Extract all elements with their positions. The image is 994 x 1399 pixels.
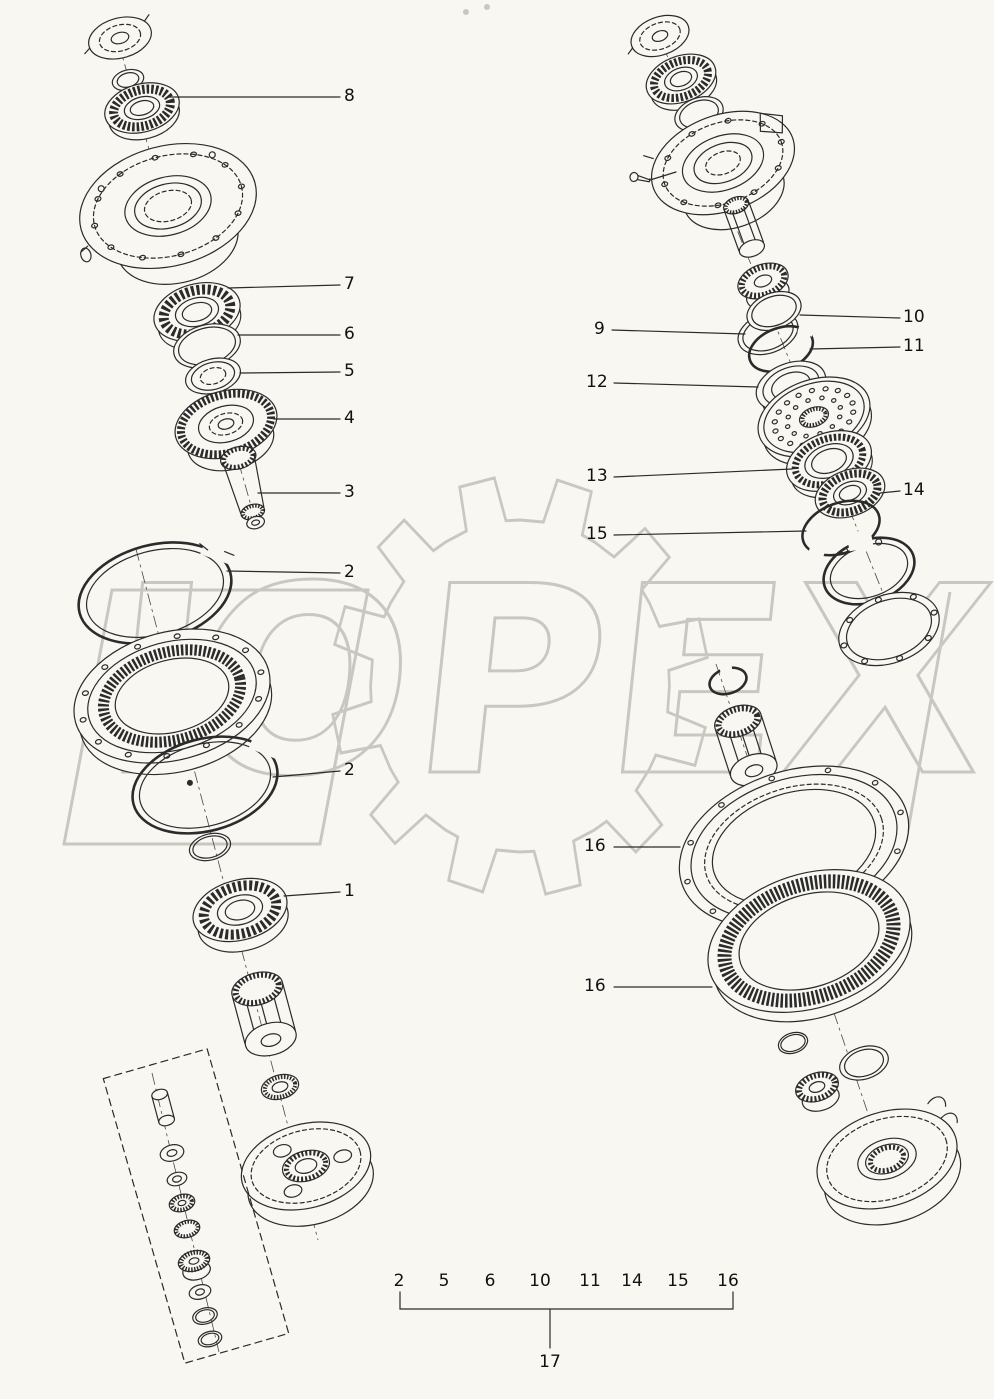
centerline-right-upper bbox=[651, 17, 906, 649]
part-spline-shaft bbox=[723, 195, 766, 258]
part-cover-cap-right bbox=[627, 14, 690, 58]
callout-11: 11 bbox=[903, 336, 925, 356]
kit-washer-2 bbox=[166, 1171, 188, 1187]
part-screw bbox=[629, 171, 651, 183]
callout-16-upper: 16 bbox=[584, 836, 606, 856]
callout-5: 5 bbox=[344, 361, 355, 381]
legend-item-14: 14 bbox=[621, 1271, 643, 1291]
legend-group-17: 17 bbox=[539, 1352, 561, 1372]
part-bearing-8 bbox=[104, 82, 180, 141]
callout-8: 8 bbox=[344, 86, 355, 106]
legend-item-16: 16 bbox=[717, 1271, 739, 1291]
kit-gear-1 bbox=[173, 1219, 201, 1239]
kit-ring-1 bbox=[192, 1307, 218, 1325]
kit-washer-3 bbox=[188, 1284, 212, 1300]
watermark-frame-right bbox=[904, 591, 952, 843]
part-thrust-washer-left bbox=[260, 1073, 300, 1101]
part-dust-cap bbox=[84, 14, 152, 60]
part-planet-carrier bbox=[240, 1121, 374, 1227]
watermark-frame bbox=[62, 588, 370, 846]
callout-14: 14 bbox=[903, 480, 925, 500]
part-oring-left bbox=[188, 832, 232, 862]
legend-item-10: 10 bbox=[529, 1271, 551, 1291]
right-assembly bbox=[627, 14, 962, 1226]
legend-item-5: 5 bbox=[438, 1271, 450, 1291]
legend-item-11: 11 bbox=[579, 1271, 601, 1291]
legend-item-15: 15 bbox=[667, 1271, 689, 1291]
kit-ring-2 bbox=[197, 1330, 223, 1348]
part-housing-right bbox=[643, 110, 796, 231]
legend-bracket bbox=[399, 1291, 734, 1349]
speck bbox=[463, 9, 469, 15]
part-retainer-ring-lower bbox=[839, 1045, 889, 1081]
part-gear-hub-4 bbox=[174, 388, 278, 472]
part-seal-5 bbox=[184, 357, 242, 395]
callout-2-upper: 2 bbox=[344, 562, 355, 582]
part-oring-right bbox=[777, 1031, 809, 1055]
part-service-kit bbox=[102, 1048, 290, 1364]
part-snap-ring-2-lower bbox=[131, 735, 282, 835]
callout-3: 3 bbox=[344, 482, 355, 502]
part-circlip-small bbox=[708, 662, 748, 696]
callout-10: 10 bbox=[903, 307, 925, 327]
callout-13: 13 bbox=[586, 466, 608, 486]
part-bearing-1 bbox=[192, 877, 289, 953]
callout-15: 15 bbox=[586, 524, 608, 544]
part-shaft-3 bbox=[220, 445, 266, 530]
gear-silhouette-icon bbox=[331, 476, 709, 896]
callout-6: 6 bbox=[344, 324, 355, 344]
kit-bearing bbox=[168, 1193, 196, 1213]
kit-washer-1 bbox=[159, 1144, 185, 1162]
part-gasket-cover bbox=[838, 591, 940, 667]
callout-4: 4 bbox=[344, 408, 355, 428]
part-ring-gear-16-lower bbox=[707, 869, 913, 1023]
leader-lines bbox=[167, 96, 901, 988]
speck bbox=[484, 4, 490, 10]
callout-1: 1 bbox=[344, 881, 355, 901]
callout-9: 9 bbox=[594, 319, 605, 339]
part-sun-gear-left bbox=[231, 971, 297, 1057]
callout-7: 7 bbox=[344, 274, 355, 294]
kit-gear-2 bbox=[177, 1249, 211, 1281]
part-hub-housing bbox=[79, 142, 257, 286]
callout-12: 12 bbox=[586, 372, 608, 392]
screw-leader bbox=[649, 171, 677, 181]
legend-item-6: 6 bbox=[484, 1271, 496, 1291]
part-brake-drum bbox=[816, 1096, 962, 1226]
part-spline-gear-lower bbox=[795, 1071, 840, 1112]
left-assembly bbox=[73, 14, 374, 1364]
legend-item-2: 2 bbox=[393, 1271, 405, 1291]
callout-2-lower: 2 bbox=[344, 760, 355, 780]
part-snap-ring-2-upper bbox=[77, 540, 236, 645]
kit-pin bbox=[151, 1088, 176, 1127]
callout-16-lower: 16 bbox=[584, 976, 606, 996]
